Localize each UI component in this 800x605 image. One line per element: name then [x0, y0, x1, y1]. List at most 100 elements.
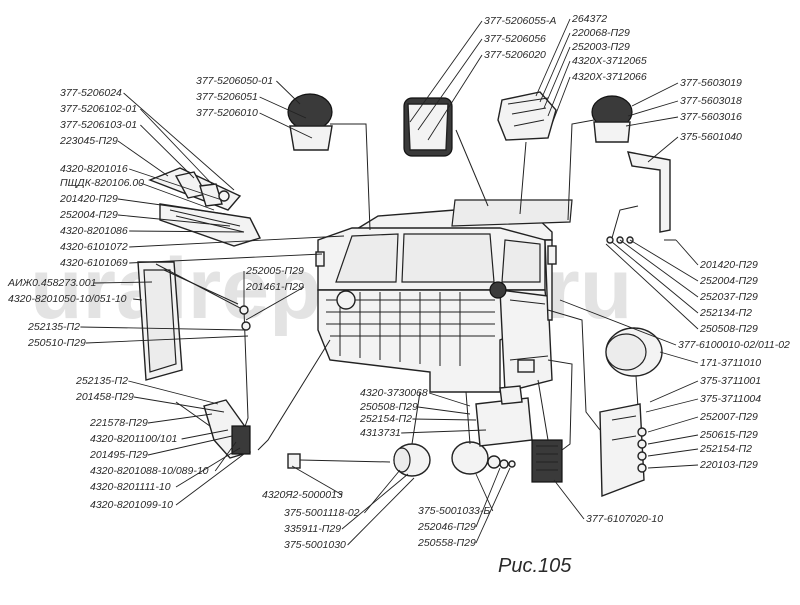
part-label: 4320Х-3712065 [572, 55, 647, 67]
leader-line [341, 473, 409, 530]
leader-line [85, 335, 249, 344]
part-label: 377-5603016 [680, 111, 742, 123]
leader-line [140, 182, 215, 211]
part-label: 377-5206103-01 [60, 119, 137, 131]
mount-shaft [287, 443, 431, 477]
relay-block [497, 91, 557, 141]
part-label: 4313731 [360, 427, 401, 439]
sun-visor [451, 199, 573, 227]
grab-handle [627, 151, 671, 233]
leader-line [409, 20, 483, 123]
leader-line [181, 429, 229, 440]
figure-caption: Рис.105 [498, 555, 572, 577]
part-label: 252135-П2 [75, 375, 128, 387]
leader-line [475, 473, 494, 512]
leader-line [412, 418, 477, 421]
leader-line [535, 18, 571, 97]
part-label: 375-3711004 [700, 393, 761, 405]
part-label: АИЖ0.458273.001 [7, 277, 96, 289]
part-label: 171-3711010 [700, 357, 761, 369]
part-label: 4320-8201100/101 [90, 433, 177, 445]
part-label: 250558-П29 [417, 537, 476, 549]
leader-line [675, 239, 699, 266]
leader-line [619, 239, 699, 298]
roof-lamp-right [591, 95, 633, 143]
part-labels: 377-5206055-А377-5206056377-520602026437… [7, 13, 790, 551]
wiper-assembly [148, 167, 261, 247]
part-label: 252134-П2 [699, 307, 752, 319]
rubber-mount [451, 441, 516, 475]
part-label: 377-5206102-01 [60, 103, 137, 115]
leader-line [147, 413, 213, 424]
part-label: 4320-8201016 [60, 163, 128, 175]
leader-line [605, 243, 699, 330]
leader-line [401, 429, 487, 434]
part-label: 201458-П29 [75, 391, 134, 403]
part-label: 252046-П29 [417, 521, 476, 533]
part-label: 377-5206051 [196, 91, 258, 103]
lower-lamp [517, 359, 535, 373]
part-label: 375-3711001 [700, 375, 761, 387]
leader-line [645, 398, 699, 413]
leader-line [547, 60, 571, 117]
leader-line [427, 54, 483, 141]
leader-line [291, 465, 343, 496]
part-label: 201495-П29 [89, 449, 148, 461]
leader-line [259, 112, 313, 139]
part-label: 252154-П2 [359, 413, 412, 425]
part-label: 4320-6101072 [60, 241, 128, 253]
part-label: 375-5601040 [680, 131, 742, 143]
part-label: 250510-П29 [27, 337, 86, 349]
part-label: 4320Х-3712066 [572, 71, 647, 83]
leader-line [147, 435, 233, 456]
leader-line [128, 380, 219, 405]
part-label: 377-5206024 [60, 87, 122, 99]
leader-line [611, 241, 699, 314]
leader-line [140, 108, 213, 185]
part-label: 375-5001033-Б [418, 505, 490, 517]
leader-line [475, 467, 501, 528]
part-label: 4320-8201050-10/051-10 [8, 293, 127, 305]
washer-stack [637, 427, 647, 473]
part-label: 250615-П29 [699, 429, 758, 441]
cab-body [315, 209, 557, 393]
leader-line [649, 380, 699, 403]
leader-line [93, 281, 153, 284]
leader-line [659, 351, 699, 364]
leader-line [417, 406, 471, 415]
leader-line [80, 326, 245, 331]
leader-line [129, 253, 323, 264]
part-label: 201420-П29 [59, 193, 118, 205]
leader-line [140, 124, 195, 179]
roof-lamp-center [403, 97, 453, 157]
leader-line [133, 298, 143, 301]
leader-line [559, 299, 677, 346]
leader-line [625, 116, 679, 127]
part-label: 252004-П29 [59, 209, 118, 221]
part-label: 375-5001030 [284, 539, 346, 551]
leader-line [539, 32, 571, 103]
work-lamp [599, 327, 663, 498]
leader-line [117, 214, 231, 227]
part-label: 252007-П29 [699, 411, 758, 423]
leader-line [631, 82, 679, 107]
part-label: 4320-6101069 [60, 257, 128, 269]
battery-block [531, 439, 563, 483]
roof-lamp-left [287, 93, 333, 151]
part-label: 220103-П29 [699, 459, 758, 471]
part-label: 4320Я2-5000013 [262, 489, 343, 501]
part-label: 377-6107020-10 [586, 513, 663, 525]
leader-line [129, 230, 245, 233]
part-label: 201461-П29 [245, 281, 304, 293]
leader-line [175, 447, 241, 488]
leader-line [123, 92, 235, 191]
bracket-plate [475, 385, 533, 447]
part-label: 252003-П29 [571, 41, 630, 53]
part-label: 4320-8201099-10 [90, 499, 173, 511]
part-label: 4320-8201088-10/089-10 [90, 465, 209, 477]
part-label: 4320-8201086 [60, 225, 128, 237]
bolt-set-right [606, 236, 676, 244]
part-label: 377-5603019 [680, 77, 742, 89]
